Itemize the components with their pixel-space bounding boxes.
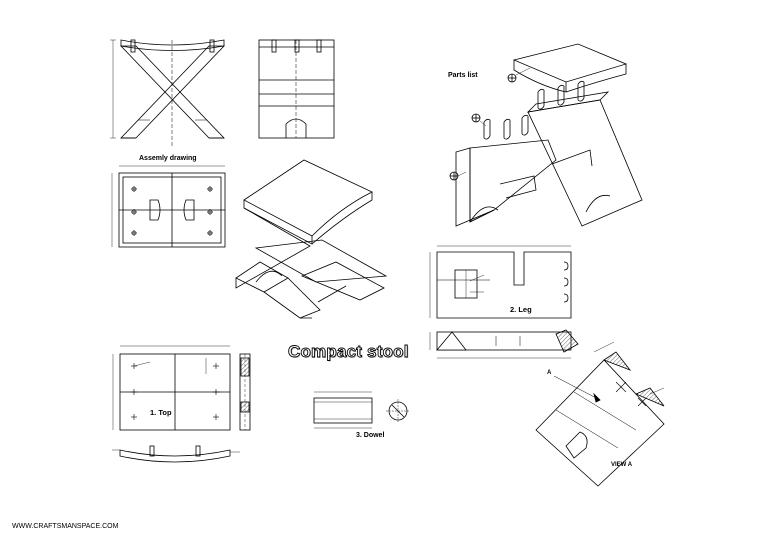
assembly-side-view [258, 39, 335, 139]
parts-list-label: Parts list [448, 72, 478, 79]
leg-section [429, 329, 579, 359]
parts-list-exploded [449, 43, 643, 227]
view-a-label: VIEW A [611, 462, 633, 468]
top-label: 1. Top [150, 408, 172, 417]
view-a-drawing [535, 341, 665, 487]
dowel-label: 3. Dowel [356, 432, 385, 439]
assembly-top-view [111, 165, 226, 248]
top-side-section [239, 353, 251, 431]
leg-elevation [429, 245, 572, 319]
view-a-arrow-label: A [547, 370, 552, 376]
website-url: WWW.CRAFTSMANSPACE.COM [12, 523, 119, 530]
leg-label: 2. Leg [510, 305, 532, 314]
assembly-label: Assemly drawing [139, 155, 197, 162]
assembly-front-view [110, 39, 225, 148]
top-front-curve [112, 445, 240, 463]
drawing-title: Compact stool [288, 342, 409, 362]
dowel-drawing [313, 391, 410, 429]
assembly-isometric-view [235, 159, 388, 319]
top-plan [112, 345, 231, 431]
